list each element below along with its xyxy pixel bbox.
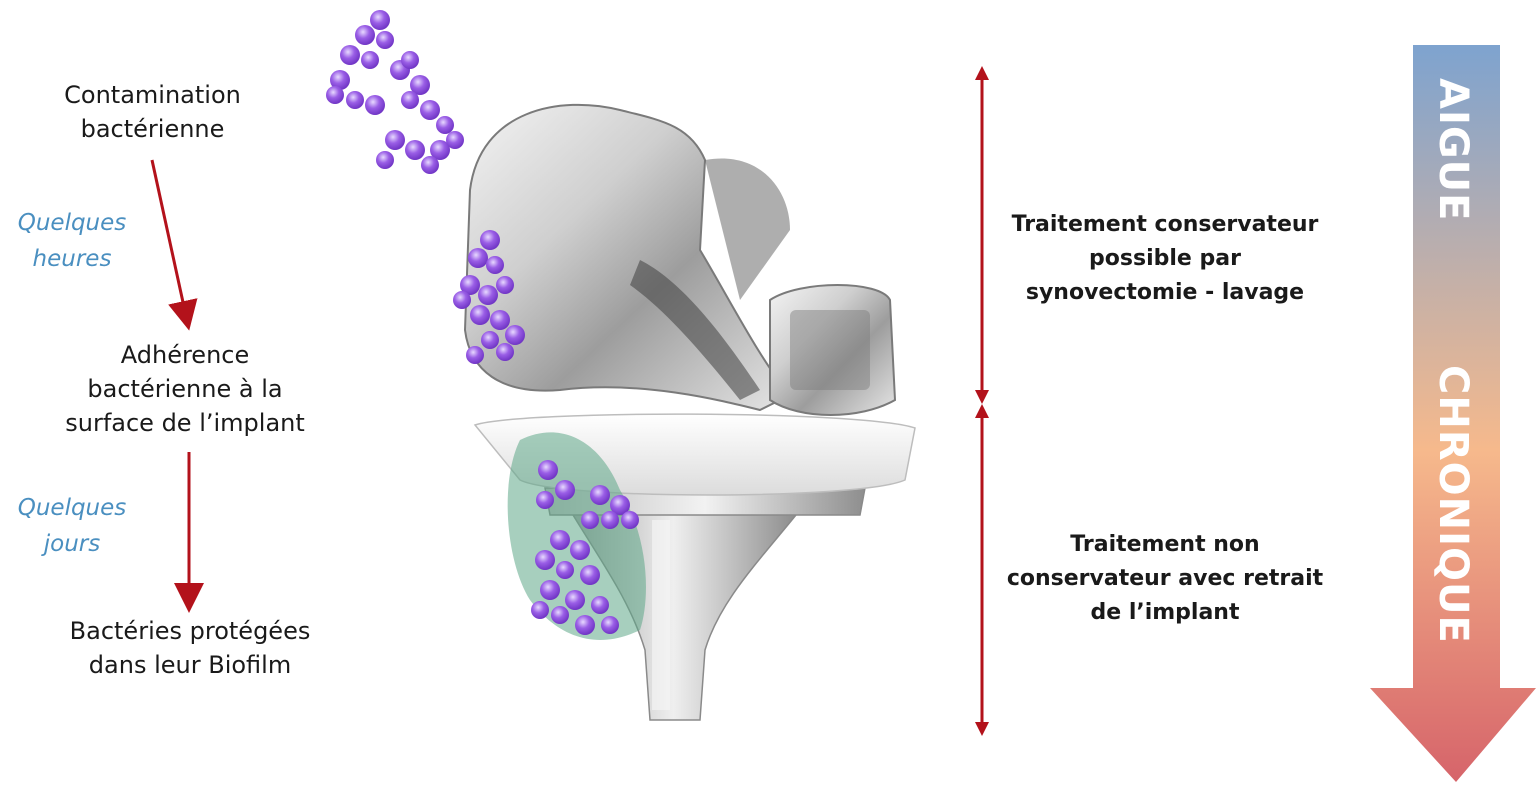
step-biofilm: Bactéries protégées dans leur Biofilm bbox=[45, 614, 335, 682]
treatment-non-conservative-line2: conservateur avec retrait bbox=[1000, 562, 1330, 596]
duration-hours: Quelques heures bbox=[2, 205, 142, 277]
phase-acute-label: AIGUE bbox=[1430, 78, 1476, 221]
step-adhesion-line3: surface de l’implant bbox=[40, 406, 330, 440]
step-adhesion-line2: bactérienne à la bbox=[40, 372, 330, 406]
duration-hours-line2: heures bbox=[2, 241, 142, 277]
step-adhesion: Adhérence bactérienne à la surface de l’… bbox=[40, 338, 330, 440]
duration-days-line1: Quelques bbox=[2, 490, 142, 526]
treatment-conservative-line1: Traitement conservateur bbox=[1000, 208, 1330, 242]
phase-chronic-label: CHRONIQUE bbox=[1430, 365, 1476, 644]
step-contamination-line2: bactérienne bbox=[30, 112, 275, 146]
step-contamination-line1: Contamination bbox=[30, 78, 275, 112]
treatment-conservative: Traitement conservateur possible par syn… bbox=[1000, 208, 1330, 310]
treatment-non-conservative-line3: de l’implant bbox=[1000, 596, 1330, 630]
step-biofilm-line1: Bactéries protégées bbox=[45, 614, 335, 648]
duration-days: Quelques jours bbox=[2, 490, 142, 562]
step-contamination: Contamination bactérienne bbox=[30, 78, 275, 146]
bacteria-cluster-top-icon bbox=[326, 10, 464, 174]
arrow-contamination-to-adhesion bbox=[152, 160, 186, 316]
step-adhesion-line1: Adhérence bbox=[40, 338, 330, 372]
duration-hours-line1: Quelques bbox=[2, 205, 142, 241]
treatment-conservative-line3: synovectomie - lavage bbox=[1000, 276, 1330, 310]
treatment-conservative-line2: possible par bbox=[1000, 242, 1330, 276]
duration-days-line2: jours bbox=[2, 526, 142, 562]
treatment-non-conservative-line1: Traitement non bbox=[1000, 528, 1330, 562]
treatment-non-conservative: Traitement non conservateur avec retrait… bbox=[1000, 528, 1330, 630]
step-biofilm-line2: dans leur Biofilm bbox=[45, 648, 335, 682]
knee-prosthesis-icon bbox=[465, 105, 915, 720]
